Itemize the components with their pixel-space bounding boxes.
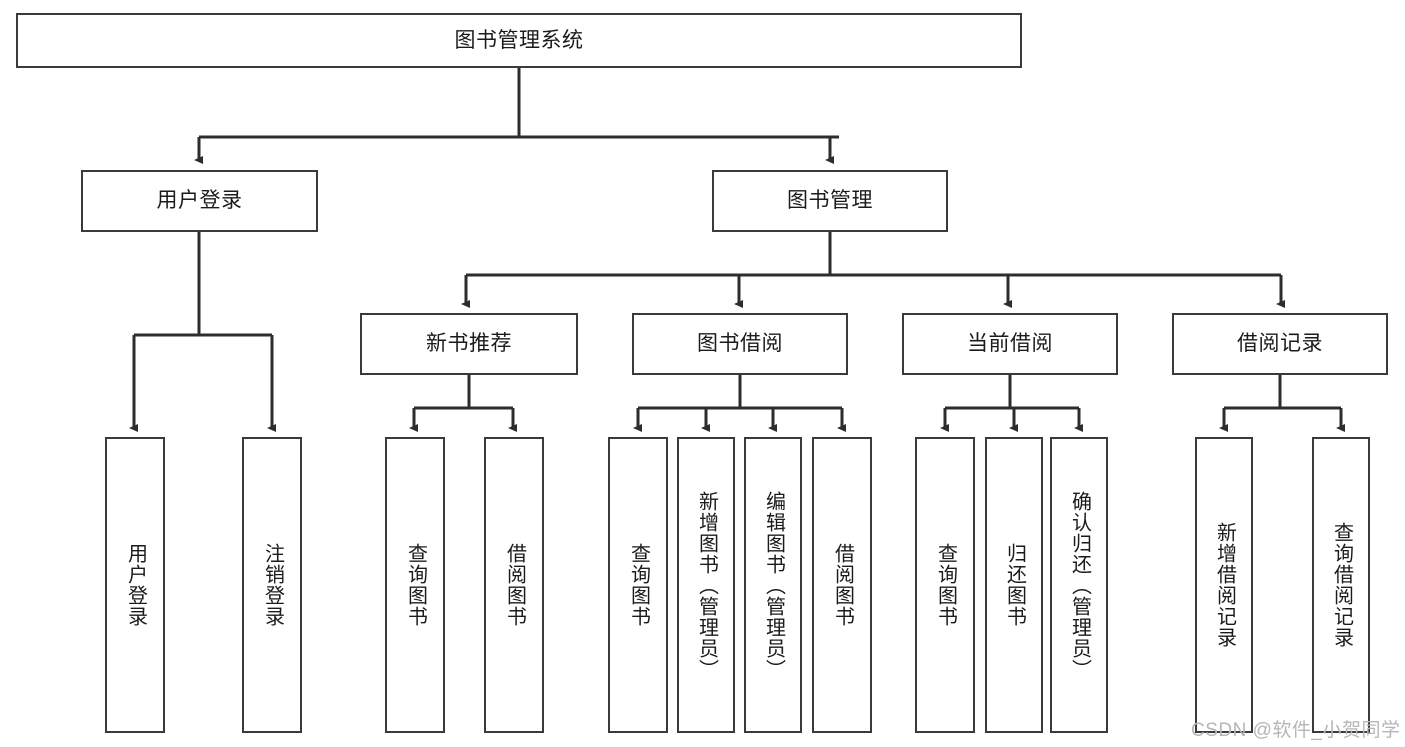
node-label: 图书借阅: [697, 332, 783, 356]
node-label: 查询借阅记录: [1330, 522, 1353, 648]
node-label: 当前借阅: [967, 332, 1053, 356]
node-label: 新书推荐: [426, 332, 512, 356]
node-borrow-record[interactable]: 借阅记录: [1172, 313, 1388, 375]
node-label: 用户登录: [156, 189, 243, 213]
node-leaf-query-book-newbook[interactable]: 查询图书: [385, 437, 445, 733]
node-leaf-query-book-current[interactable]: 查询图书: [915, 437, 975, 733]
node-label: 查询图书: [627, 543, 650, 627]
node-leaf-edit-book-admin[interactable]: 编辑图书（管理员）: [744, 437, 802, 733]
node-leaf-query-book-borrow[interactable]: 查询图书: [608, 437, 668, 733]
node-label: 图书管理: [787, 189, 873, 213]
node-current-borrow[interactable]: 当前借阅: [902, 313, 1118, 375]
node-label: 借阅图书: [503, 543, 526, 627]
node-new-book-recommend[interactable]: 新书推荐: [360, 313, 578, 375]
watermark: CSDN @软件_小贺同学: [1191, 720, 1401, 741]
node-label: 借阅图书: [831, 543, 854, 627]
node-leaf-confirm-return-admin[interactable]: 确认归还（管理员）: [1050, 437, 1108, 733]
node-label: 编辑图书（管理员）: [762, 490, 785, 680]
node-leaf-query-borrow-record[interactable]: 查询借阅记录: [1312, 437, 1370, 733]
node-user-login[interactable]: 用户登录: [81, 170, 318, 232]
node-label: 查询图书: [404, 543, 427, 627]
node-leaf-add-borrow-record[interactable]: 新增借阅记录: [1195, 437, 1253, 733]
node-leaf-user-login[interactable]: 用户登录: [105, 437, 165, 733]
node-book-borrow[interactable]: 图书借阅: [632, 313, 848, 375]
node-book-management[interactable]: 图书管理: [712, 170, 948, 232]
node-label: 归还图书: [1003, 543, 1026, 627]
node-label: 确认归还（管理员）: [1068, 490, 1091, 680]
node-label: 查询图书: [934, 543, 957, 627]
node-label: 图书管理系统: [454, 28, 584, 52]
node-label: 借阅记录: [1237, 332, 1323, 356]
node-leaf-return-book[interactable]: 归还图书: [985, 437, 1043, 733]
node-leaf-borrow-book-newbook[interactable]: 借阅图书: [484, 437, 544, 733]
node-root-book-management-system[interactable]: 图书管理系统: [16, 13, 1022, 68]
node-label: 新增图书（管理员）: [695, 490, 718, 680]
node-leaf-add-book-admin[interactable]: 新增图书（管理员）: [677, 437, 735, 733]
node-label: 用户登录: [124, 543, 147, 627]
node-leaf-logout[interactable]: 注销登录: [242, 437, 302, 733]
node-label: 新增借阅记录: [1213, 522, 1236, 648]
node-label: 注销登录: [261, 543, 284, 627]
node-leaf-borrow-book[interactable]: 借阅图书: [812, 437, 872, 733]
